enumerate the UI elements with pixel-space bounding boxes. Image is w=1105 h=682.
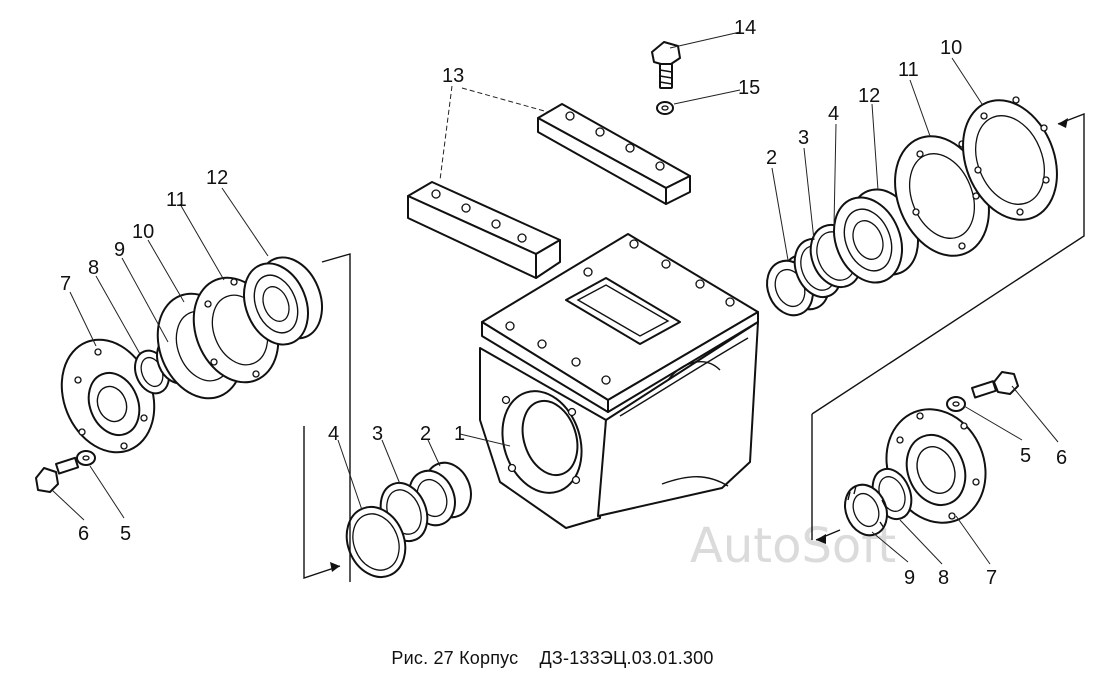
bolt-right-6 <box>971 371 1019 399</box>
callout-center-1: 1 <box>454 423 465 445</box>
right-assembly-bracket <box>811 112 1085 544</box>
callout-left-12: 12 <box>206 167 228 189</box>
bearing-left-12 <box>243 256 323 346</box>
washer-right-5 <box>946 396 966 412</box>
callout-left-7: 7 <box>60 273 71 295</box>
callout-right-5: 5 <box>1020 445 1031 467</box>
flange-cover-left-7 <box>60 338 156 454</box>
callout-center-13: 13 <box>442 65 464 87</box>
callout-numbers: 7 8 9 10 11 12 6 5 4 3 2 1 13 14 15 2 3 … <box>60 17 1067 589</box>
washer-left-5 <box>76 450 96 466</box>
washer-part-15 <box>656 101 674 115</box>
callout-right-4: 4 <box>828 103 839 125</box>
gasket-right-10 <box>962 96 1058 221</box>
callout-right-11: 11 <box>898 59 919 81</box>
housing-part-1 <box>479 233 759 529</box>
callout-right-9: 9 <box>904 567 915 589</box>
callout-right-10: 10 <box>940 37 962 59</box>
callout-left-10: 10 <box>132 221 154 243</box>
callout-center-14: 14 <box>734 17 756 39</box>
callout-left-11: 11 <box>166 189 187 211</box>
callout-center-15: 15 <box>738 77 760 99</box>
nut-right-9 <box>844 483 888 537</box>
callout-left-4: 4 <box>328 423 339 445</box>
callout-left-8: 8 <box>88 257 99 279</box>
caption-drawing-code: ДЗ-133ЭЦ.03.01.300 <box>539 648 714 668</box>
callout-left-6: 6 <box>78 523 89 545</box>
figure-caption: Рис. 27 Корпус ДЗ-133ЭЦ.03.01.300 <box>0 648 1105 669</box>
ring-lower-4 <box>345 506 407 578</box>
callout-left-2: 2 <box>420 423 431 445</box>
callout-left-3: 3 <box>372 423 383 445</box>
bolt-part-14 <box>651 41 681 89</box>
callout-right-12: 12 <box>858 85 880 107</box>
mounting-bar-front <box>407 181 561 279</box>
leader-lines <box>51 31 1059 565</box>
caption-figure-title: Рис. 27 Корпус <box>391 648 519 668</box>
callout-right-7: 7 <box>986 567 997 589</box>
mounting-bar-back <box>537 103 691 205</box>
callout-right-3: 3 <box>798 127 809 149</box>
callout-left-5: 5 <box>120 523 131 545</box>
callout-left-9: 9 <box>114 239 125 261</box>
bolt-left-6 <box>35 456 80 493</box>
callout-right-2: 2 <box>766 147 777 169</box>
exploded-housing-diagram: AutoSoft <box>35 17 1085 589</box>
callout-right-6: 6 <box>1056 447 1067 469</box>
left-assembly-bracket <box>303 253 351 582</box>
callout-right-8: 8 <box>938 567 949 589</box>
